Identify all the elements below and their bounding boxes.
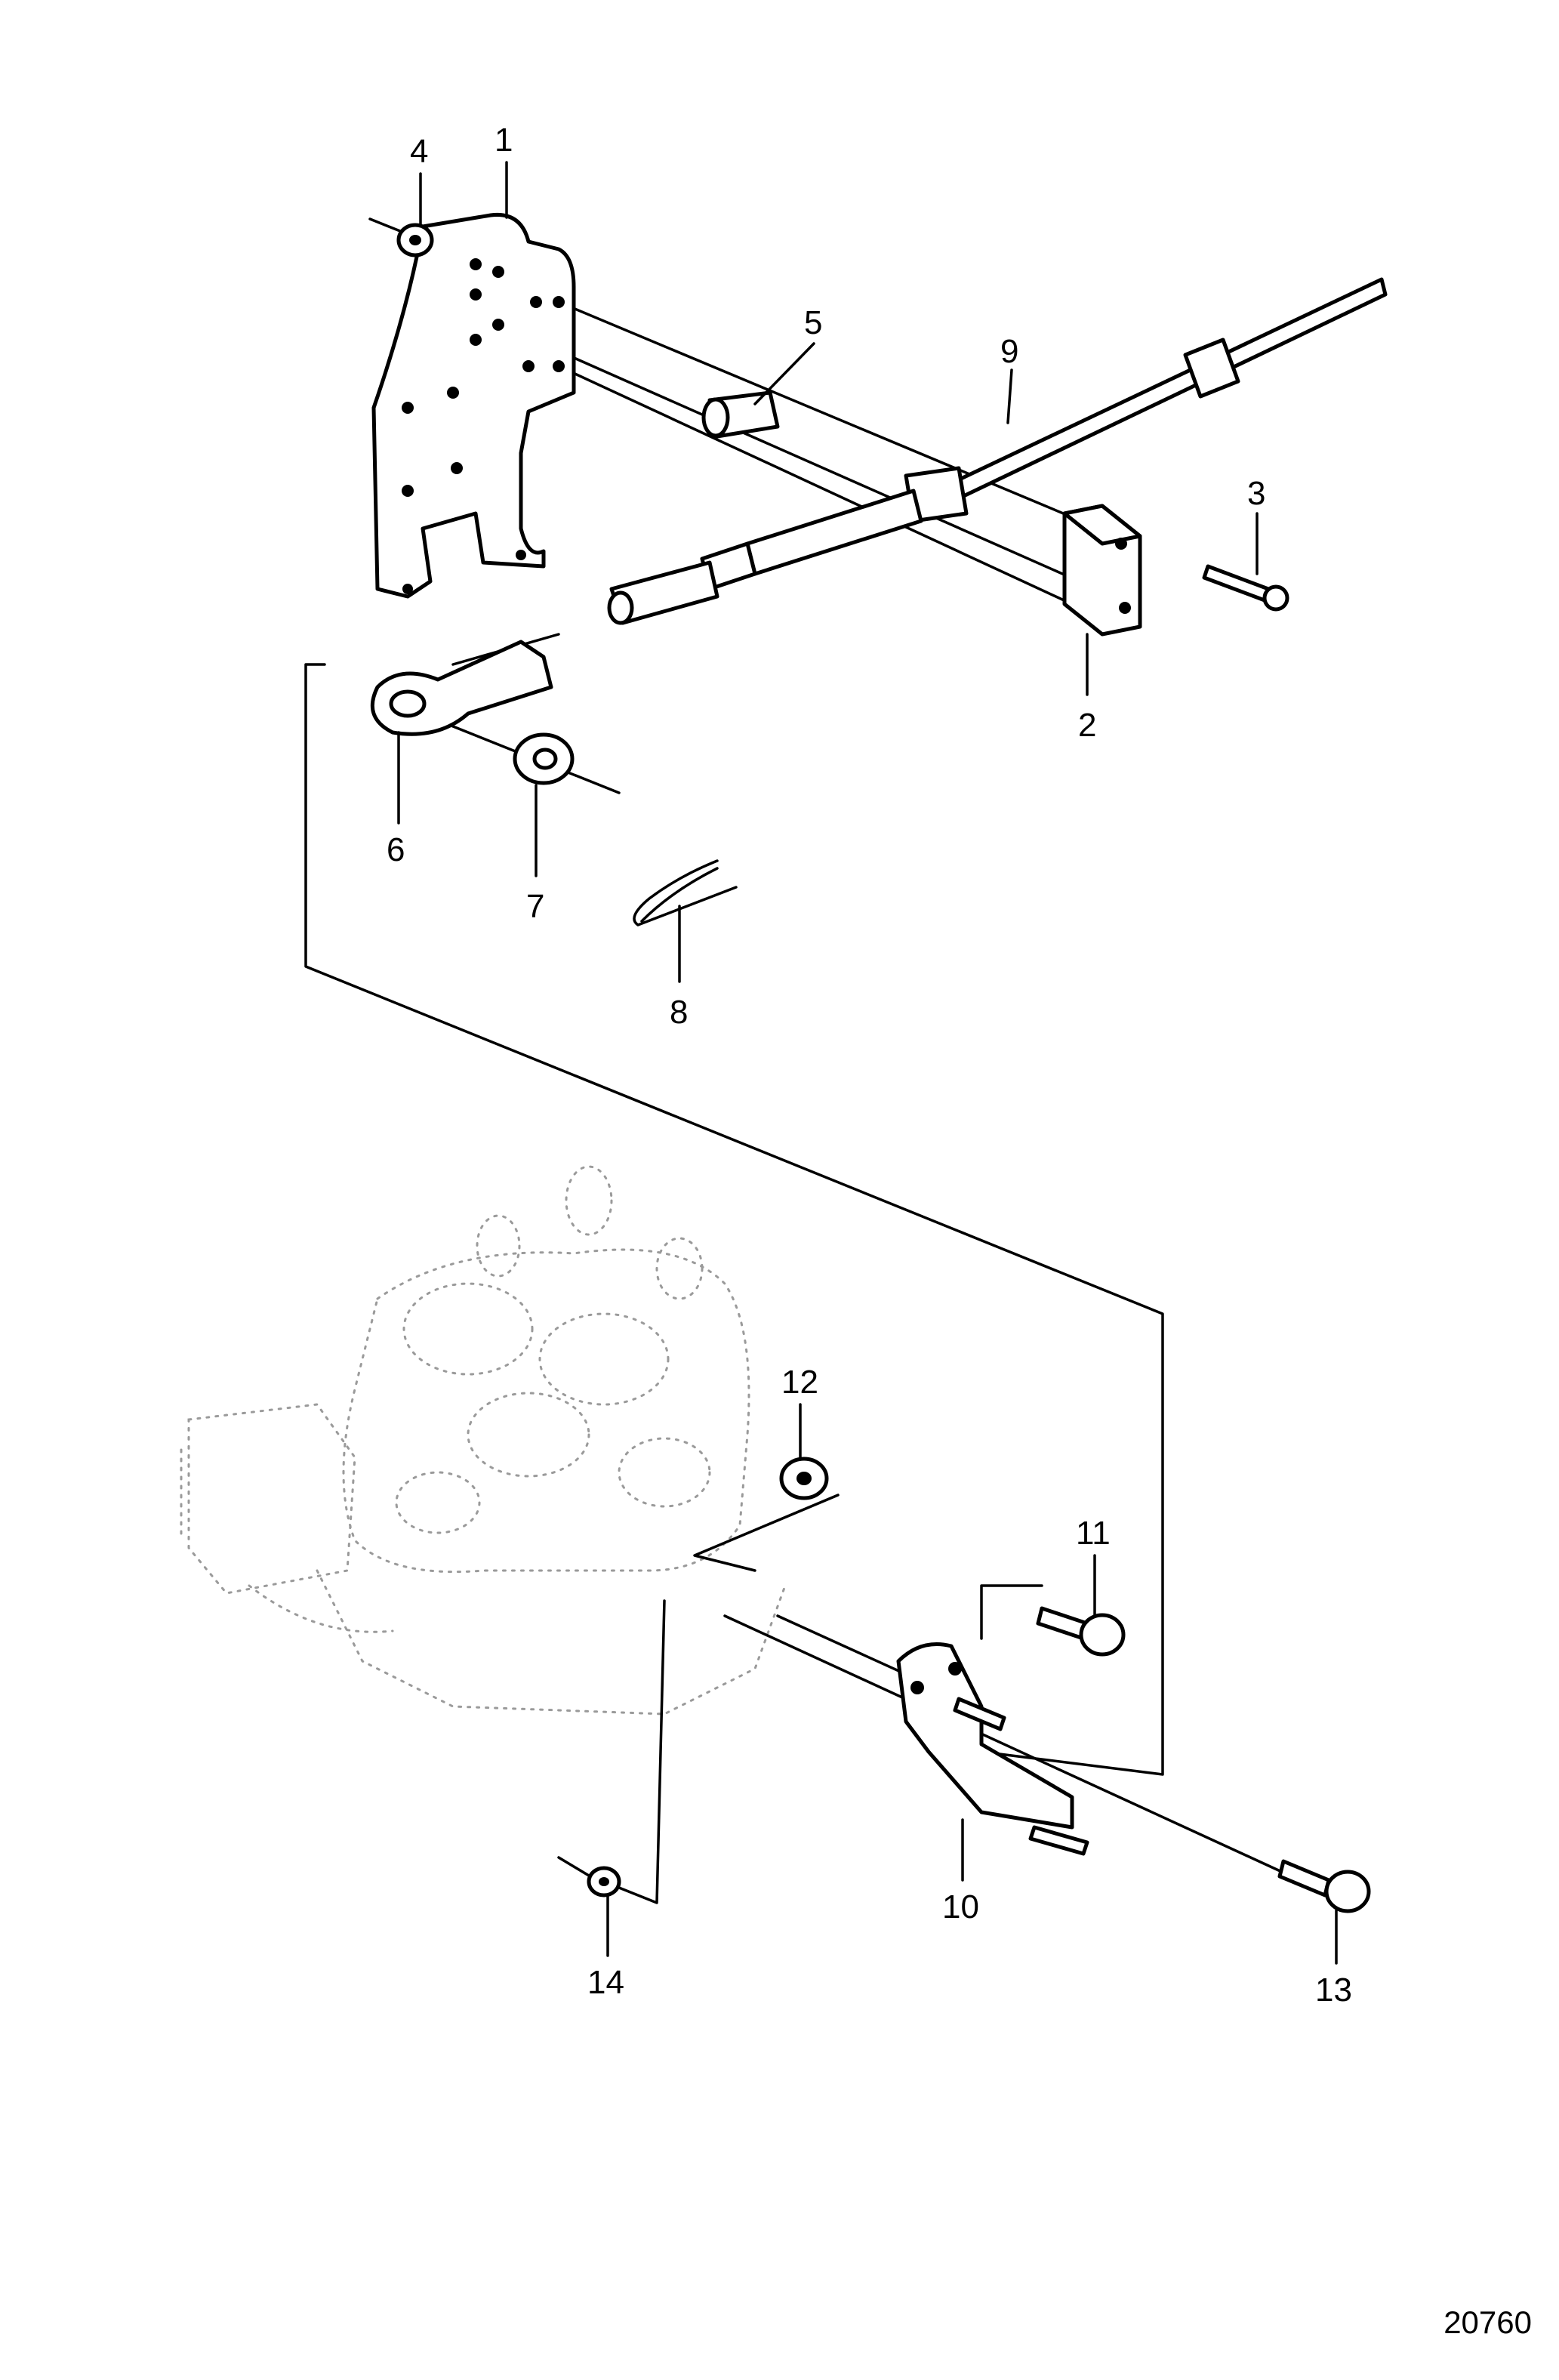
bolt-11 <box>1036 1606 1126 1657</box>
callout-9: 9 <box>1000 333 1018 370</box>
callout-4: 4 <box>410 133 428 170</box>
callout-12: 12 <box>781 1364 818 1401</box>
engine-block-ghost <box>180 1165 787 1716</box>
callout-14: 14 <box>587 1964 624 2001</box>
washer-7 <box>513 732 575 785</box>
assembly-connector-line <box>304 663 1164 1776</box>
callout-13: 13 <box>1315 1972 1352 2009</box>
mounting-bracket-plate <box>371 212 576 599</box>
callout-2: 2 <box>1078 707 1096 744</box>
callout-10: 10 <box>942 1888 979 1925</box>
cable-sleeve <box>701 390 780 439</box>
nut-4 <box>396 223 434 257</box>
assembly-connector-line-2 <box>693 1494 840 1572</box>
spring-clip <box>633 859 738 926</box>
callout-3: 3 <box>1247 475 1265 512</box>
figure-number: 20760 <box>1443 2304 1532 2340</box>
nut-12 <box>779 1457 829 1500</box>
assembly-connector-line-4 <box>618 1599 666 1904</box>
assembly-connector-line-3 <box>980 1584 1043 1640</box>
cable-clamp-block <box>1062 504 1142 637</box>
callout-8: 8 <box>670 994 688 1031</box>
callout-1: 1 <box>495 122 513 159</box>
callout-6: 6 <box>387 831 405 868</box>
bolt-13 <box>1277 1859 1371 1913</box>
callout-7: 7 <box>526 888 544 925</box>
part-axis-lines <box>368 217 1285 1882</box>
bolt-3 <box>1202 564 1289 612</box>
callout-5: 5 <box>804 304 822 341</box>
control-cable <box>607 277 1388 625</box>
callout-leaders <box>397 161 1338 1965</box>
nut-14 <box>587 1866 621 1898</box>
lever-bracket <box>896 1642 1089 1856</box>
rod-end-eye <box>370 640 553 736</box>
callout-11: 11 <box>1076 1515 1111 1552</box>
